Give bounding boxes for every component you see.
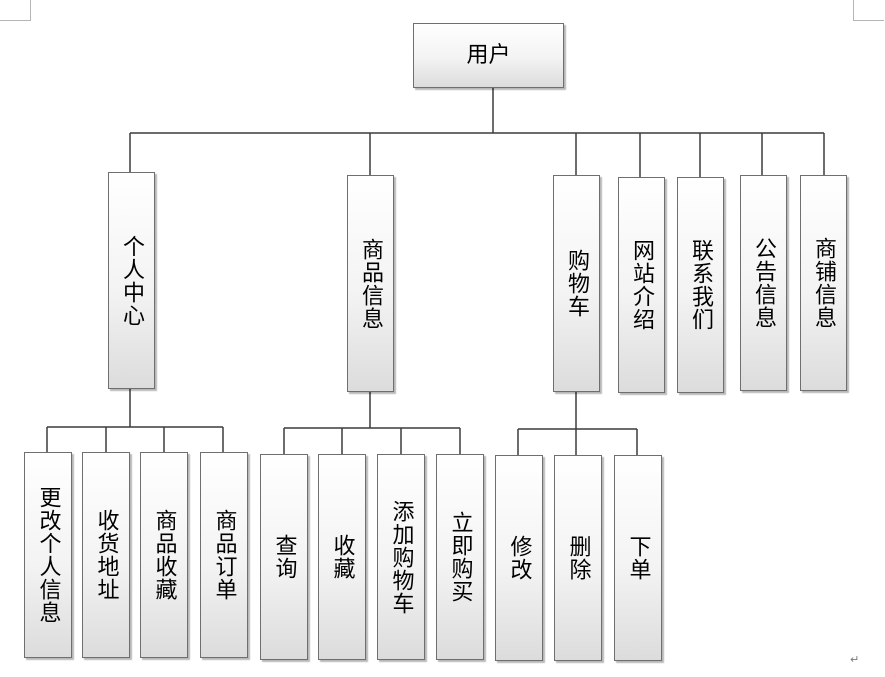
- node-label: 购物车: [564, 249, 589, 318]
- node-label: 下单: [625, 535, 651, 581]
- node-label: 商品收藏: [151, 509, 177, 601]
- node-label: 网站介绍: [629, 239, 654, 331]
- node-label: 商品订单: [211, 509, 237, 601]
- node-modify: 修改: [495, 455, 543, 661]
- node-label: 收藏: [329, 534, 355, 580]
- node-label: 商铺信息: [811, 237, 836, 329]
- node-label: 收货地址: [93, 509, 119, 601]
- root-node-user: 用户: [413, 23, 564, 88]
- node-site-intro: 网站介绍: [618, 177, 665, 393]
- node-favorite: 收藏: [318, 454, 366, 660]
- node-label: 公告信息: [751, 237, 776, 329]
- node-buy-now: 立即购买: [436, 454, 484, 660]
- node-label: 商品信息: [358, 237, 383, 330]
- node-add-to-cart: 添加购物车: [377, 454, 425, 660]
- node-delete: 删除: [554, 455, 602, 661]
- node-place-order: 下单: [614, 455, 662, 661]
- node-product-info: 商品信息: [347, 175, 394, 392]
- node-label: 修改: [506, 535, 532, 581]
- node-label: 联系我们: [688, 239, 713, 331]
- root-node-label: 用户: [466, 43, 511, 68]
- crop-mark-top-left: [0, 0, 31, 21]
- node-product-orders: 商品订单: [200, 452, 248, 658]
- node-search: 查询: [260, 454, 308, 660]
- node-store-info: 商铺信息: [800, 175, 847, 391]
- paragraph-mark: ↵: [850, 653, 860, 666]
- node-product-favorites: 商品收藏: [140, 452, 188, 658]
- node-label: 查询: [271, 534, 297, 580]
- node-label: 更改个人信息: [35, 486, 61, 624]
- node-shipping-address: 收货地址: [82, 452, 130, 658]
- node-label: 添加购物车: [388, 499, 414, 615]
- crop-mark-top-right: [853, 0, 884, 21]
- node-shopping-cart: 购物车: [553, 175, 600, 392]
- node-edit-profile: 更改个人信息: [24, 452, 72, 658]
- node-announcements: 公告信息: [740, 175, 787, 391]
- node-label: 个人中心: [119, 234, 144, 327]
- node-label: 删除: [565, 535, 591, 581]
- node-contact-us: 联系我们: [677, 177, 724, 393]
- node-label: 立即购买: [447, 511, 473, 603]
- node-personal-center: 个人中心: [108, 172, 155, 389]
